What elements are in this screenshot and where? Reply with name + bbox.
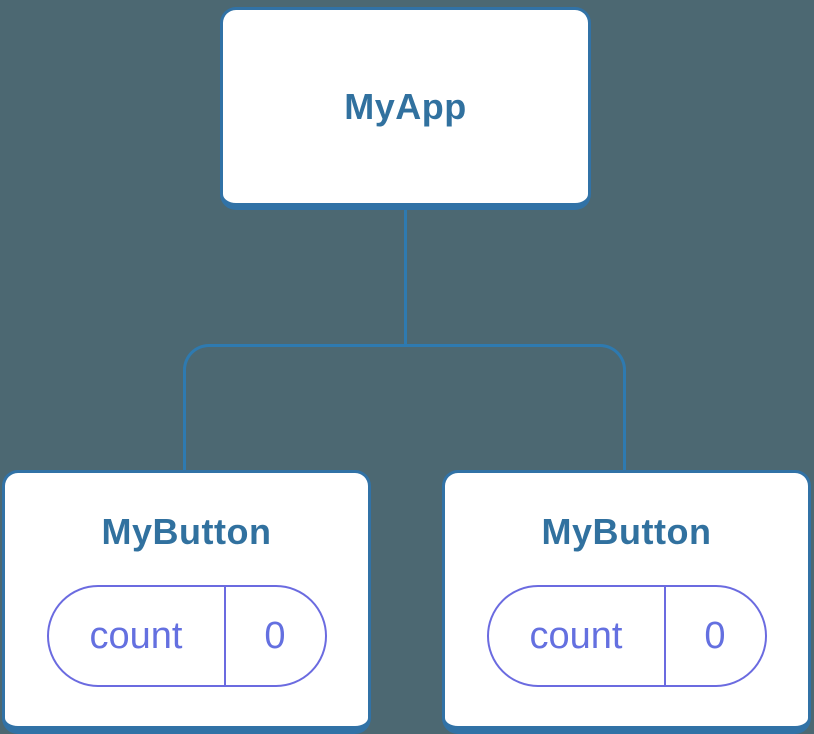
node-myapp: MyApp	[220, 7, 591, 210]
state-pill: count 0	[486, 585, 767, 687]
node-title: MyButton	[541, 511, 712, 552]
state-key: count	[489, 587, 666, 685]
node-title: MyApp	[344, 85, 467, 127]
node-mybutton-right: MyButton count 0	[442, 470, 811, 734]
state-value: 0	[264, 614, 286, 657]
state-pill: count 0	[46, 585, 327, 687]
state-value: 0	[704, 614, 726, 657]
node-mybutton-left: MyButton count 0	[2, 470, 371, 734]
node-title: MyButton	[101, 511, 272, 552]
state-key: count	[49, 587, 226, 685]
connector-bracket-line	[183, 344, 626, 484]
connector-stem-line	[404, 206, 407, 346]
